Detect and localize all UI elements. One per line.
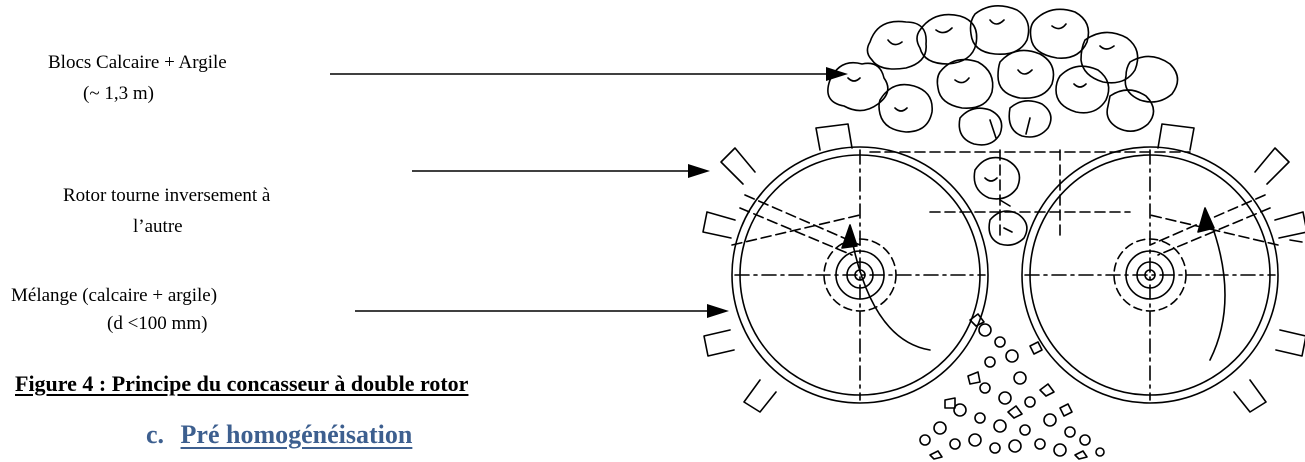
label-rotor: Rotor tourne inversement à l’autre	[63, 184, 270, 239]
hopper-frame	[869, 149, 1191, 241]
section-title: Pré homogénéisation	[180, 420, 413, 449]
label-blocs: Blocs Calcaire + Argile (~ 1,3 m)	[48, 51, 227, 106]
arrow-rotor	[412, 164, 710, 178]
label-melange-line2: (d <100 mm)	[107, 313, 208, 334]
section-number: c.	[146, 420, 165, 449]
label-melange: Mélange (calcaire + argile) (d <100 mm)	[11, 284, 217, 336]
label-rotor-line1: Rotor tourne inversement à	[63, 185, 271, 206]
label-blocs-line1: Blocs Calcaire + Argile	[48, 52, 227, 73]
right-rotor	[1021, 123, 1305, 413]
crushed-mix	[919, 313, 1105, 460]
arrow-melange	[355, 304, 729, 318]
left-rotor	[702, 123, 989, 413]
label-melange-line1: Mélange (calcaire + argile)	[11, 285, 218, 306]
label-blocs-line2: (~ 1,3 m)	[83, 83, 154, 104]
feed-stones	[827, 5, 1179, 246]
label-rotor-line2: l’autre	[133, 216, 183, 237]
section-heading: c. Pré homogénéisation	[146, 420, 412, 450]
crusher-drawing	[702, 5, 1305, 460]
figure-caption: Figure 4 : Principe du concasseur à doub…	[15, 371, 469, 396]
